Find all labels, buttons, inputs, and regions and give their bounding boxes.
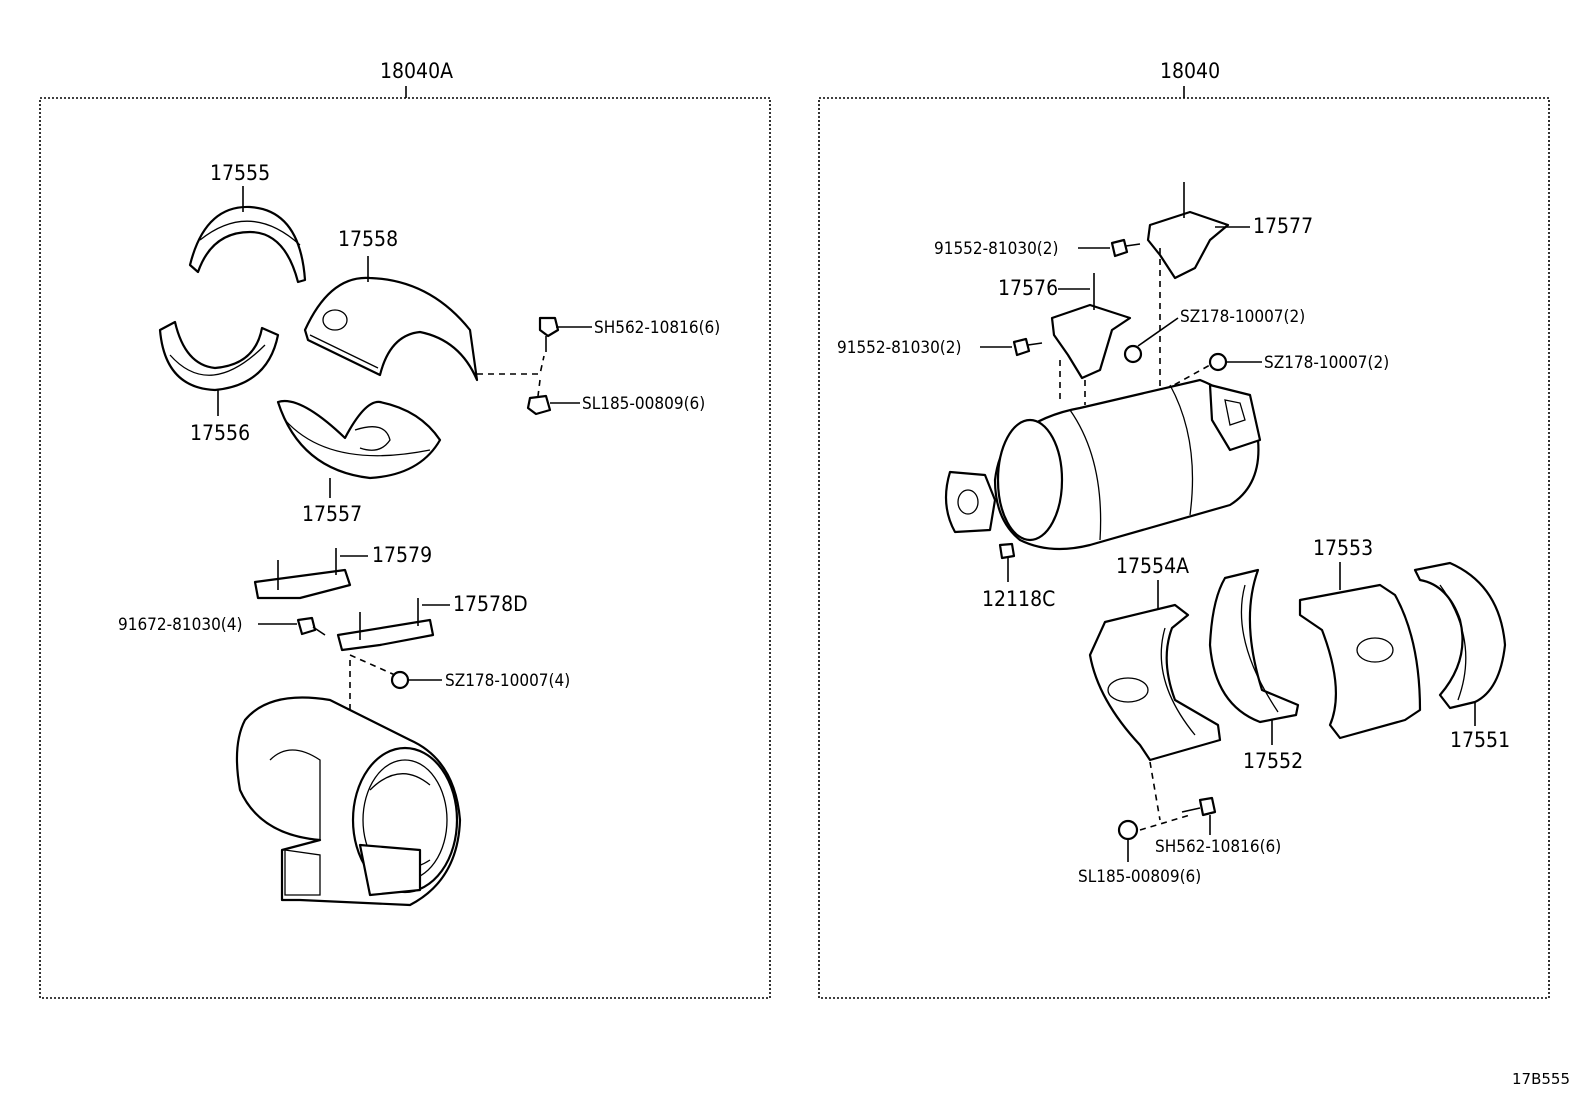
- left-panel-title: 18040A: [380, 59, 453, 83]
- label-91552-b: 91552-81030(2): [837, 338, 961, 358]
- label-sz178-b: SZ178-10007(2): [1264, 353, 1389, 373]
- bolt-91672: 91672-81030(4): [118, 615, 326, 636]
- right-panel-title: 18040: [1160, 59, 1220, 83]
- label-sl185-right: SL185-00809(6): [1078, 867, 1201, 887]
- bolt-sh562-right: SH562-10816(6): [1155, 796, 1281, 857]
- nut-sz178-left: SZ178-10007(4): [390, 670, 570, 691]
- label-17553: 17553: [1313, 536, 1373, 560]
- label-17579: 17579: [372, 543, 432, 567]
- heat-shield-17552: 17552: [1208, 568, 1303, 773]
- left-panel-frame: [39, 97, 771, 999]
- label-17576: 17576: [998, 276, 1058, 300]
- heat-shield-17558: 17558: [303, 227, 479, 382]
- label-17554a: 17554A: [1116, 554, 1189, 578]
- heat-shield-17553: 17553: [1298, 536, 1422, 740]
- label-sl185-left: SL185-00809(6): [582, 394, 705, 414]
- catalytic-converter-18040: [944, 378, 1262, 551]
- label-sz178-left: SZ178-10007(4): [445, 671, 570, 691]
- label-sh562-left: SH562-10816(6): [594, 318, 720, 338]
- label-91672: 91672-81030(4): [118, 615, 242, 635]
- bolt-sh562-left: SH562-10816(6): [538, 316, 720, 352]
- right-panel-frame: [818, 97, 1550, 999]
- label-17558: 17558: [338, 227, 398, 251]
- bolt-12118c: 12118C: [982, 542, 1055, 611]
- bolt-91552-b: 91552-81030(2): [837, 337, 1043, 358]
- label-12118c: 12118C: [982, 587, 1055, 611]
- nut-sl185-left: SL185-00809(6): [526, 394, 705, 416]
- heat-shield-17551: 17551: [1413, 561, 1510, 752]
- bracket-17576: 17576: [998, 273, 1132, 380]
- left-panel: 18040A 17555 17558 17556: [39, 59, 771, 999]
- bolt-91552-a: 91552-81030(2): [934, 238, 1141, 259]
- bracket-17579: 17579: [253, 543, 432, 600]
- reference-code: 17B555: [1512, 1070, 1570, 1088]
- heat-shield-17556: 17556: [158, 320, 280, 445]
- catalytic-converter-18040a: [235, 696, 462, 907]
- label-17556: 17556: [190, 421, 250, 445]
- bracket-17578d: 17578D: [336, 592, 528, 652]
- heat-shield-17555: 17555: [188, 161, 307, 284]
- nut-sl185-right: SL185-00809(6): [1078, 819, 1201, 887]
- label-91552-a: 91552-81030(2): [934, 239, 1058, 259]
- label-17552: 17552: [1243, 749, 1303, 773]
- label-17551: 17551: [1450, 728, 1510, 752]
- heat-shield-17554a: 17554A: [1088, 554, 1222, 762]
- label-sz178-a: SZ178-10007(2): [1180, 307, 1305, 327]
- right-panel: 18040 17577 91552-81030(2) 17576: [818, 59, 1550, 999]
- bracket-17577: 17577: [1146, 182, 1313, 280]
- nut-sz178-b: SZ178-10007(2): [1208, 352, 1389, 373]
- label-17577: 17577: [1253, 214, 1313, 238]
- heat-shield-17557: 17557: [276, 400, 442, 526]
- label-17578d: 17578D: [453, 592, 528, 616]
- label-17555: 17555: [210, 161, 270, 185]
- label-sh562-right: SH562-10816(6): [1155, 837, 1281, 857]
- nut-sz178-a: SZ178-10007(2): [1123, 307, 1305, 364]
- label-17557: 17557: [302, 502, 362, 526]
